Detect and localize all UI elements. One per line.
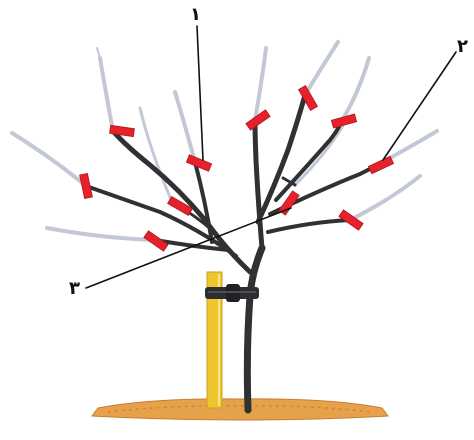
cut-mark bbox=[186, 155, 211, 171]
callout-label-2: ۲ bbox=[457, 38, 468, 56]
callout-label-3: ۳ bbox=[69, 280, 80, 298]
young-shoots bbox=[12, 42, 437, 240]
leader-line-1 bbox=[197, 26, 203, 160]
leader-line-2 bbox=[383, 52, 456, 160]
right-scaffold-main bbox=[255, 120, 262, 248]
soil-mound bbox=[92, 399, 388, 420]
cut-mark bbox=[368, 156, 393, 173]
cut-mark bbox=[80, 173, 93, 198]
callout-label-1: ۱ bbox=[190, 6, 201, 24]
trunk-and-branches bbox=[86, 95, 381, 410]
